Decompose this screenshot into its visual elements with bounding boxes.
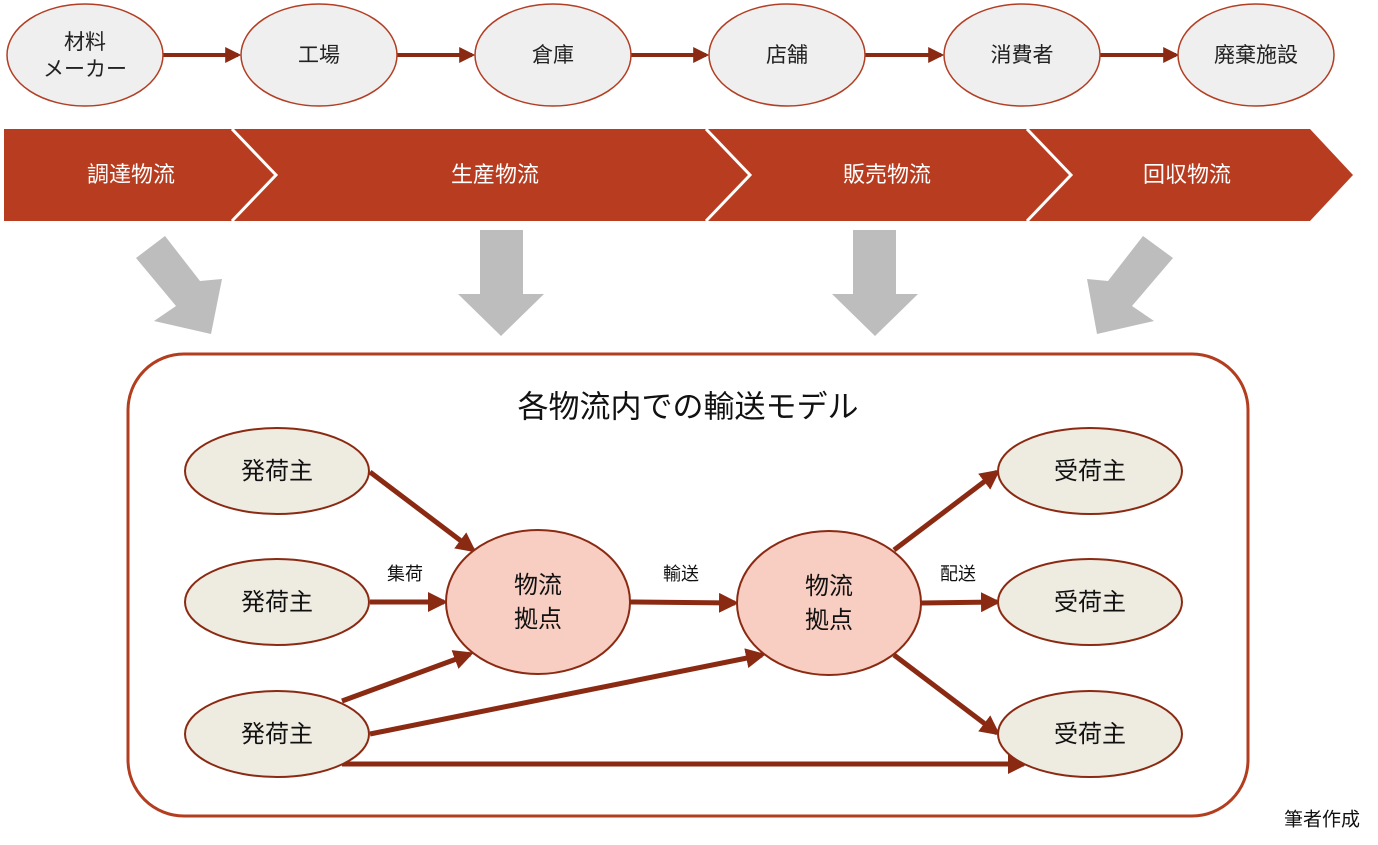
- edge-hub2-receiver1: [892, 469, 1001, 552]
- chain-node-label: 倉庫: [532, 43, 574, 67]
- chain-node-label: 消費者: [991, 43, 1054, 67]
- shipper-node: 発荷主: [184, 690, 370, 778]
- edge-hub2-receiver2: [920, 592, 1001, 613]
- chain-node-label: 材料: [64, 30, 106, 54]
- edge-shipper3-hub1: [341, 650, 474, 704]
- logistics-hub-node: 物流 拠点: [736, 530, 922, 676]
- receiver-label: 受荷主: [1054, 457, 1126, 485]
- receiver-node: 受荷主: [997, 558, 1183, 646]
- chain-node-label: メーカー: [43, 57, 127, 81]
- edge-hub2-receiver3: [892, 653, 1001, 736]
- gray-arrow-diagonal-right: [1087, 236, 1173, 334]
- edge-shipper3-hub2: [369, 648, 766, 737]
- shipper-label: 発荷主: [241, 588, 313, 616]
- band-label-procurement: 調達物流: [87, 163, 175, 188]
- model-arrows: [341, 469, 1028, 774]
- hub-label: 拠点: [514, 605, 562, 633]
- chain-node-material-maker: 材料 メーカー: [6, 3, 164, 107]
- band-label-production: 生産物流: [451, 163, 539, 188]
- receiver-node: 受荷主: [997, 427, 1183, 515]
- logistics-hub-node: 物流 拠点: [445, 529, 631, 675]
- chain-node-warehouse: 倉庫: [474, 3, 632, 107]
- chain-node-disposal: 廃棄施設: [1177, 3, 1335, 107]
- hub-label: 物流: [514, 571, 562, 599]
- chain-node-label: 廃棄施設: [1214, 43, 1298, 67]
- edge-label-transport: 輸送: [663, 564, 699, 585]
- band-divider-3: [1025, 127, 1074, 223]
- gray-arrows: [136, 230, 1173, 336]
- logistics-band: 調達物流 生産物流 販売物流 回収物流: [4, 127, 1353, 223]
- gray-arrow-down-1: [458, 230, 544, 336]
- band-label-sales: 販売物流: [843, 163, 931, 188]
- edge-label-collect: 集荷: [387, 564, 423, 585]
- chain-node-label: 工場: [298, 43, 340, 67]
- band-divider-2: [704, 127, 753, 223]
- shipper-label: 発荷主: [241, 457, 313, 485]
- edge-label-deliver: 配送: [940, 564, 976, 585]
- model-frame: [126, 352, 1250, 818]
- shipper-node: 発荷主: [184, 427, 370, 515]
- chain-node-label: 店舗: [766, 43, 808, 67]
- chain-node-factory: 工場: [240, 3, 398, 107]
- hub-label: 物流: [805, 572, 853, 600]
- receiver-label: 受荷主: [1054, 588, 1126, 616]
- credit-text: 筆者作成: [1284, 809, 1360, 831]
- model-title: 各物流内での輸送モデル: [518, 390, 859, 426]
- band-label-recovery: 回収物流: [1143, 163, 1231, 188]
- chain-node-consumer: 消費者: [943, 3, 1101, 107]
- hub-label: 拠点: [805, 606, 853, 634]
- chain-node-store: 店舗: [708, 3, 866, 107]
- supply-chain-row: 材料 メーカー 工場 倉庫 店舗 消費者 廃棄施設: [6, 3, 1335, 107]
- gray-arrow-diagonal-left: [136, 236, 222, 334]
- receiver-node: 受荷主: [997, 690, 1183, 778]
- edge-hub1-hub2: [629, 592, 739, 613]
- receiver-label: 受荷主: [1054, 720, 1126, 748]
- edge-shipper1-hub1: [368, 470, 477, 553]
- shipper-node: 発荷主: [184, 558, 370, 646]
- band-background: [4, 129, 1353, 221]
- shipper-label: 発荷主: [241, 720, 313, 748]
- gray-arrow-down-2: [832, 230, 918, 336]
- band-divider-1: [230, 127, 279, 223]
